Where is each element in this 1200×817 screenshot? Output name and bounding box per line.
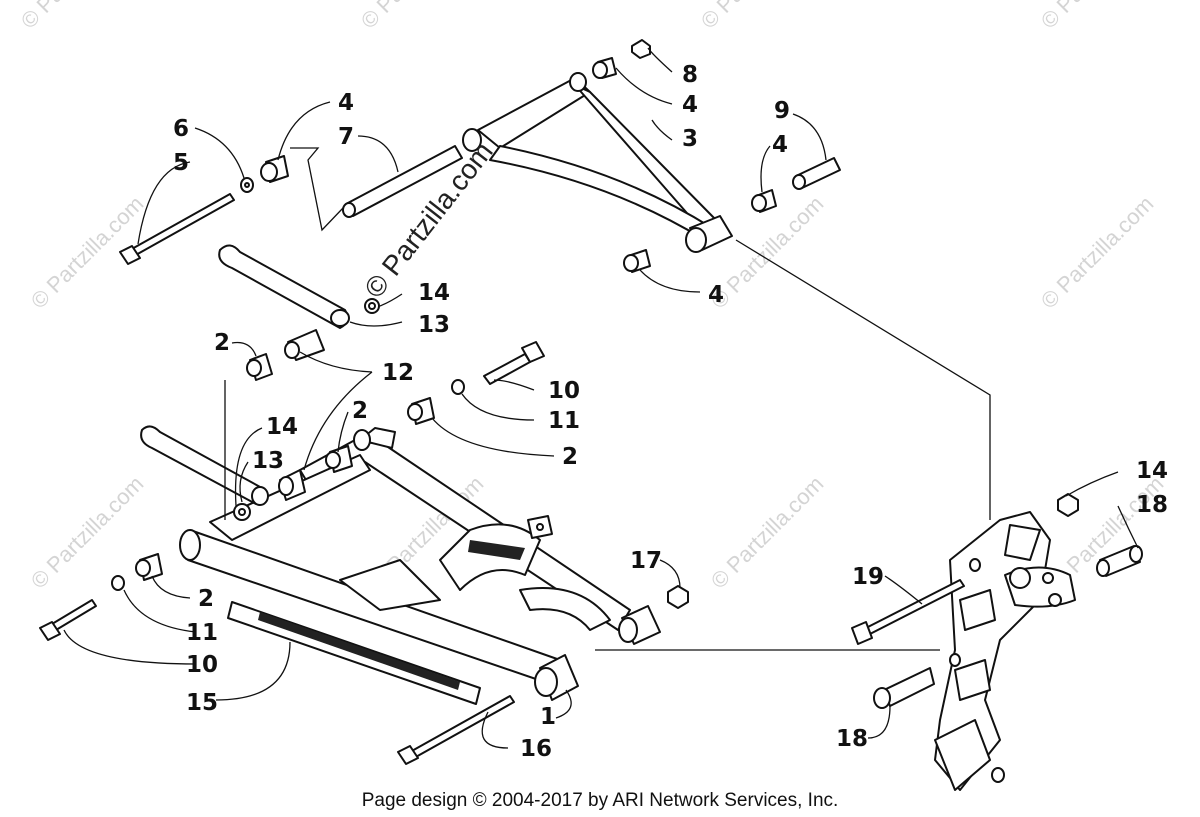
knuckle-hardware [851, 493, 1143, 709]
callout-label: 14 [418, 280, 450, 306]
callout-label: 6 [173, 116, 189, 142]
callout-label: 19 [852, 564, 884, 590]
callout-label: 4 [708, 282, 724, 308]
sway-link-upper [218, 244, 380, 381]
callout-label: 17 [630, 548, 662, 574]
watermark: © Partzilla.com [26, 471, 149, 594]
upper-a-arm [462, 72, 733, 253]
callout-label: 13 [418, 312, 450, 338]
callout-label: 18 [836, 726, 868, 752]
steering-knuckle [934, 511, 1076, 791]
callout-label: 13 [252, 448, 284, 474]
callout-label: 14 [266, 414, 298, 440]
callout-label: 1 [540, 704, 556, 730]
upper-arm-hardware [119, 39, 841, 273]
watermark: © Partzilla.com [696, 0, 819, 34]
copyright-footer: Page design © 2004-2017 by ARI Network S… [362, 790, 839, 811]
connector-lines [224, 147, 991, 651]
callout-label: 10 [186, 652, 218, 678]
callout-label: 14 [1136, 458, 1168, 484]
watermark: © Partzilla.com [1036, 0, 1159, 34]
callout-label: 10 [548, 378, 580, 404]
callout-label: 7 [338, 124, 354, 150]
callout-label: 16 [520, 736, 552, 762]
callout-label: 3 [682, 126, 698, 152]
watermark: © Partzilla.com [706, 471, 829, 594]
callout-label: 18 [1136, 492, 1168, 518]
callout-label: 4 [682, 92, 698, 118]
callout-label: 2 [562, 444, 578, 470]
lower-arm-hardware [39, 341, 689, 765]
sway-link-lower [140, 425, 269, 521]
callout-label: 15 [186, 690, 218, 716]
watermark: © Partzilla.com [1036, 191, 1159, 314]
callout-label: 5 [173, 150, 189, 176]
leader-lines [63, 47, 1139, 749]
watermark-layer: © Partzilla.com © Partzilla.com © Partzi… [16, 0, 1169, 594]
callout-label: 8 [682, 62, 698, 88]
callout-label: 9 [774, 98, 790, 124]
callout-label: 11 [548, 408, 580, 434]
callout-label: 4 [338, 90, 354, 116]
callout-label: 4 [772, 132, 788, 158]
callout-label: 11 [186, 620, 218, 646]
callout-labels: 8 4 3 9 4 4 4 7 6 5 14 13 2 12 10 11 2 2… [173, 62, 1168, 762]
callout-label: 2 [214, 330, 230, 356]
lower-a-arm [179, 427, 661, 705]
watermark: © Partzilla.com [16, 0, 139, 34]
callout-label: 12 [382, 360, 414, 386]
callout-label: 2 [352, 398, 368, 424]
watermark: © Partzilla.com [356, 0, 479, 34]
callout-label: 2 [198, 586, 214, 612]
